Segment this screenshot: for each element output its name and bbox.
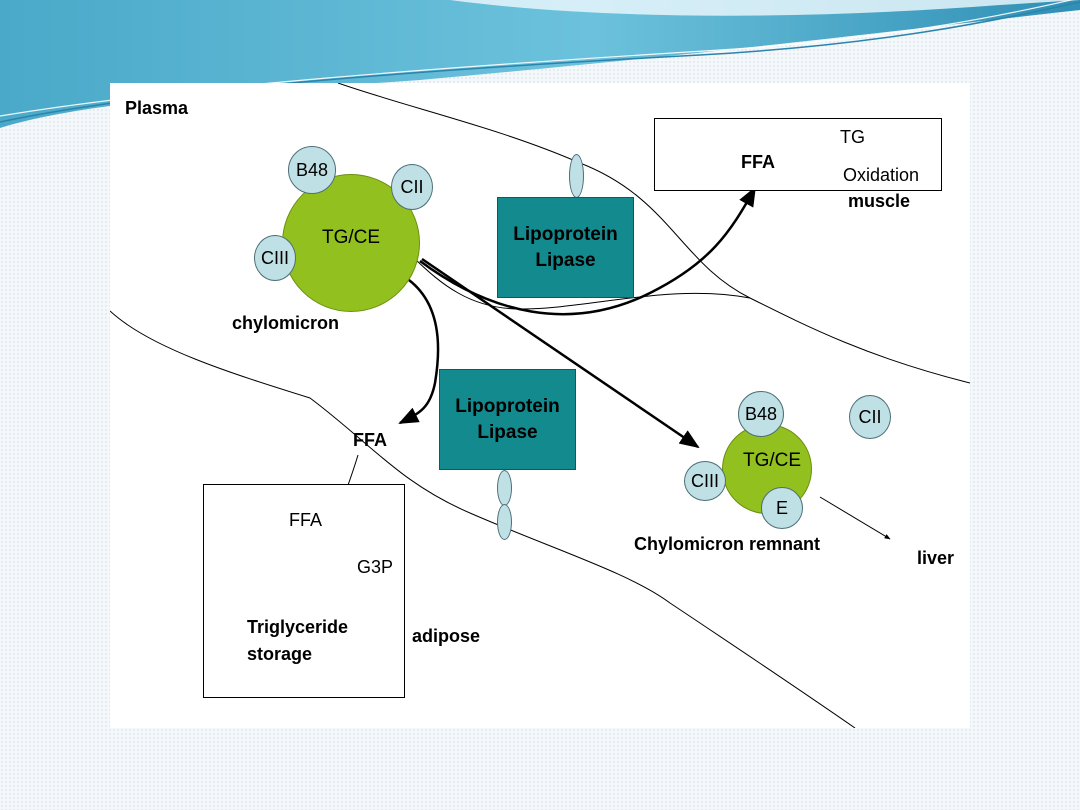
diagram-panel: Plasma chylomicron muscle adipose liver …	[110, 83, 970, 728]
membrane-segment	[414, 258, 751, 310]
arrow-to-muscle	[419, 186, 757, 316]
chylomicron-remnant-label: Chylomicron remnant	[634, 534, 821, 554]
lipase-anchor-lower-1	[497, 470, 512, 506]
vessel-wall-lower	[110, 310, 856, 728]
liver-label: liver	[917, 548, 955, 568]
muscle-ffa-label: FFA	[741, 152, 775, 172]
remnant-apo-b48: B48	[738, 391, 784, 437]
plasma-label: Plasma	[125, 98, 189, 118]
lipoprotein-lipase-lower: Lipoprotein Lipase	[439, 369, 576, 470]
arrow-to-adipose-ffa	[397, 271, 440, 425]
vessel-wall-upper	[337, 83, 970, 384]
lipase-upper-line1: Lipoprotein	[513, 223, 618, 245]
apo-b48: B48	[288, 146, 336, 194]
chylomicron-label: chylomicron	[232, 313, 340, 333]
adipose-g3p-label: G3P	[357, 557, 394, 577]
plasma-ffa-label: FFA	[353, 430, 387, 450]
lipase-anchor-upper	[569, 154, 584, 198]
lipoprotein-lipase-upper: Lipoprotein Lipase	[497, 197, 634, 298]
adipose-label: adipose	[412, 626, 481, 646]
released-apo-cii: CII	[849, 395, 891, 439]
remnant-apo-e: E	[761, 487, 803, 529]
arrow-to-liver	[819, 496, 891, 540]
storage-label: storage	[247, 644, 313, 664]
adipose-box: FFA G3P Triglyceride storage	[203, 484, 405, 698]
muscle-tg-label: TG	[840, 127, 865, 147]
adipose-ffa-label: FFA	[289, 510, 323, 530]
remnant-core-label: TG/CE	[742, 450, 802, 471]
lipase-anchor-lower-2	[497, 504, 512, 540]
apo-ciii: CIII	[254, 235, 296, 281]
triglyceride-label: Triglyceride	[247, 617, 349, 637]
remnant-apo-ciii: CIII	[684, 461, 726, 501]
apo-cii: CII	[391, 164, 433, 210]
muscle-oxidation-label: Oxidation	[843, 165, 920, 185]
lipase-lower-line1: Lipoprotein	[455, 395, 560, 417]
chylomicron-core-label: TG/CE	[321, 227, 381, 248]
lipase-upper-line2: Lipase	[535, 249, 596, 271]
muscle-box: FFA TG Oxidation	[654, 118, 942, 191]
muscle-label: muscle	[848, 191, 911, 211]
lipase-lower-line2: Lipase	[477, 421, 538, 443]
arrow-to-remnant	[421, 257, 700, 449]
